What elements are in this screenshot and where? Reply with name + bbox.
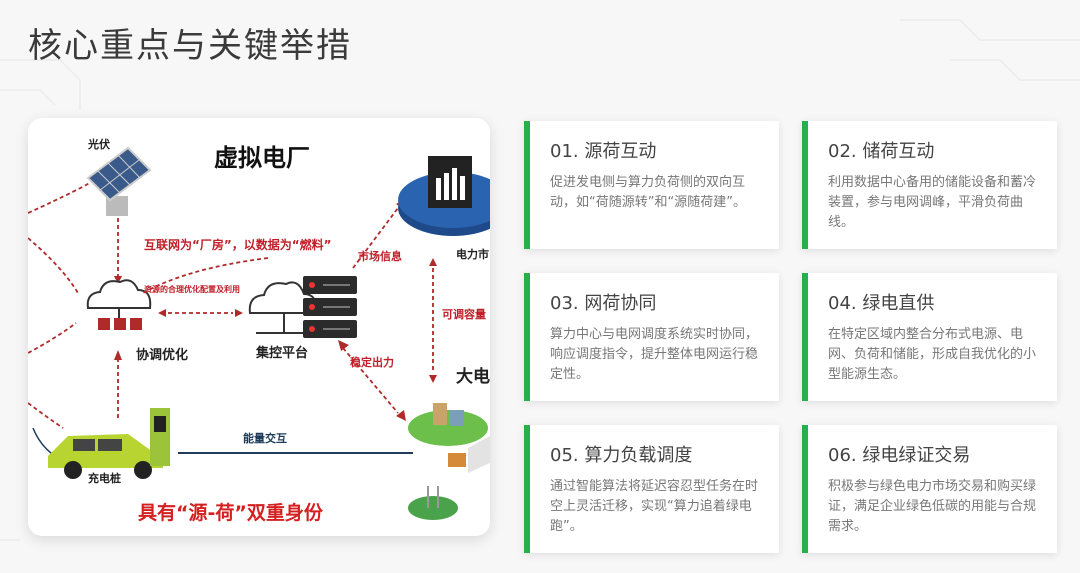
card-01: 01. 源荷互动 促进发电侧与算力负荷侧的双向互动，如“荷随源转”和“源随荷建”… bbox=[524, 121, 779, 249]
card-06: 06. 绿电绿证交易 积极参与绿色电力市场交易和购买绿证，满足企业绿色低碳的用能… bbox=[802, 425, 1057, 553]
arrow-stable-output bbox=[342, 347, 399, 414]
market-info-label: 市场信息 bbox=[358, 250, 402, 263]
stable-output-label: 稳定出力 bbox=[350, 356, 394, 369]
pv-label: 光伏 bbox=[88, 138, 110, 151]
left-arc-3 bbox=[28, 322, 77, 354]
charging-pile-label: 充电桩 bbox=[88, 472, 121, 485]
coordination-label: 协调优化 bbox=[136, 348, 189, 363]
card-04-title: 04. 绿电直供 bbox=[828, 293, 935, 314]
card-02-body: 利用数据中心备用的储能设备和蓄冷装置，参与电网调峰，平滑负荷曲线。 bbox=[828, 175, 1037, 230]
adjustable-capacity-label: 可调容量 bbox=[442, 308, 486, 321]
arrow-internet-coord bbox=[142, 257, 269, 294]
card-01-body: 促进发电侧与算力负荷侧的双向互动，如“荷随源转”和“源随荷建”。 bbox=[550, 175, 746, 210]
card-06-body: 积极参与绿色电力市场交易和购买绿证，满足企业绿色低碳的用能与合规需求。 bbox=[828, 479, 1037, 534]
smart-city-icon bbox=[408, 403, 490, 520]
electric-car-icon bbox=[48, 434, 163, 479]
card-03-title: 03. 网荷协同 bbox=[550, 293, 657, 314]
left-arc-1 bbox=[28, 177, 99, 214]
card-02-title: 02. 储荷互动 bbox=[828, 141, 935, 162]
resource-optimization-label: 资源的合理优化配置及利用 bbox=[144, 285, 240, 294]
solar-panel-icon bbox=[86, 146, 152, 216]
card-05-title: 05. 算力负载调度 bbox=[550, 445, 693, 466]
virtual-power-plant-diagram: 虚拟电厂 光伏 电力市 互联网为“厂房”，以数据为“燃料” 市场信息 可调容量 … bbox=[28, 118, 490, 536]
bottom-caption: 具有“源-荷”双重身份 bbox=[138, 502, 323, 524]
big-grid-label: 大电 bbox=[456, 367, 490, 387]
left-arc-4 bbox=[28, 402, 64, 429]
card-02: 02. 储荷互动 利用数据中心备用的储能设备和蓄冷装置，参与电网调峰，平滑负荷曲… bbox=[802, 121, 1057, 249]
internet-text: 互联网为“厂房”，以数据为“燃料” bbox=[144, 238, 332, 252]
card-04: 04. 绿电直供 在特定区域内整合分布式电源、电网、负荷和储能，形成自我优化的小… bbox=[802, 273, 1057, 401]
server-rack-icon bbox=[303, 276, 357, 338]
card-04-body: 在特定区域内整合分布式电源、电网、负荷和储能，形成自我优化的小型能源生态。 bbox=[828, 327, 1037, 382]
card-05: 05. 算力负载调度 通过智能算法将延迟容忍型任务在时空上灵活迁移，实现“算力追… bbox=[524, 425, 779, 553]
coordination-cloud-icon bbox=[86, 279, 152, 330]
card-05-body: 通过智能算法将延迟容忍型任务在时空上灵活迁移，实现“算力追着绿电跑”。 bbox=[550, 479, 759, 534]
page-title: 核心重点与关键举措 bbox=[28, 26, 352, 66]
card-03-body: 算力中心与电网调度系统实时协同，响应调度指令，提升整体电网运行稳定性。 bbox=[550, 327, 759, 382]
card-01-title: 01. 源荷互动 bbox=[550, 141, 657, 162]
central-cloud-icon bbox=[248, 281, 318, 334]
charging-pile-icon bbox=[150, 408, 170, 466]
central-platform-label: 集控平台 bbox=[256, 346, 309, 361]
energy-exchange-label: 能量交互 bbox=[243, 432, 287, 445]
power-grid-icon bbox=[398, 156, 490, 236]
card-06-title: 06. 绿电绿证交易 bbox=[828, 445, 971, 466]
card-03: 03. 网荷协同 算力中心与电网调度系统实时协同，响应调度指令，提升整体电网运行… bbox=[524, 273, 779, 401]
diagram-title: 虚拟电厂 bbox=[214, 144, 310, 172]
grid-label: 电力市 bbox=[456, 248, 489, 261]
diagram-graphics bbox=[28, 146, 490, 520]
arrow-market-info bbox=[352, 207, 399, 269]
left-arc-2 bbox=[28, 237, 79, 294]
